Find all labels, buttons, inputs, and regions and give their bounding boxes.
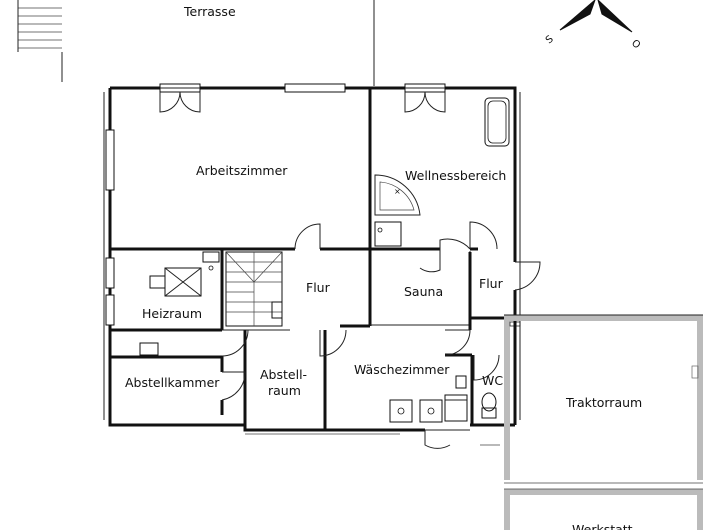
- room-label-flur-right: Flur: [479, 276, 504, 291]
- tractor-building: [245, 314, 703, 530]
- room-label-abstellraum-line2: raum: [268, 383, 301, 398]
- room-label-wc: WC: [482, 373, 503, 388]
- room-label-bottom-cut: Werkstatt: [572, 522, 633, 530]
- room-label-flur-center: Flur: [306, 280, 331, 295]
- room-label-waeschezimmer: Wäschezimmer: [354, 362, 450, 377]
- room-label-terrasse: Terrasse: [183, 4, 236, 19]
- windows: [105, 83, 446, 326]
- room-labels: Terrasse Arbeitszimmer Wellnessbereich F…: [125, 4, 642, 530]
- heating-fixtures: [139, 251, 220, 356]
- staircase: [225, 251, 283, 327]
- compass-rose: S O: [544, 0, 642, 51]
- svg-text:×: ×: [394, 187, 401, 196]
- room-label-traktorraum: Traktorraum: [565, 395, 642, 410]
- room-label-sauna: Sauna: [404, 284, 443, 299]
- terrace-railing: [17, 0, 375, 86]
- interior-walls: [110, 88, 515, 430]
- room-label-heizraum: Heizraum: [142, 306, 202, 321]
- room-label-abstellraum-line1: Abstell-: [260, 367, 307, 382]
- compass-east-label: O: [629, 38, 642, 52]
- door-swings: [159, 91, 541, 449]
- room-label-abstellkammer: Abstellkammer: [125, 375, 220, 390]
- room-label-wellnessbereich: Wellnessbereich: [405, 168, 506, 183]
- wellness-fixtures: ×: [374, 97, 510, 247]
- compass-south-label: S: [544, 34, 556, 47]
- room-label-arbeitszimmer: Arbeitszimmer: [196, 163, 288, 178]
- laundry-fixtures: [389, 375, 497, 423]
